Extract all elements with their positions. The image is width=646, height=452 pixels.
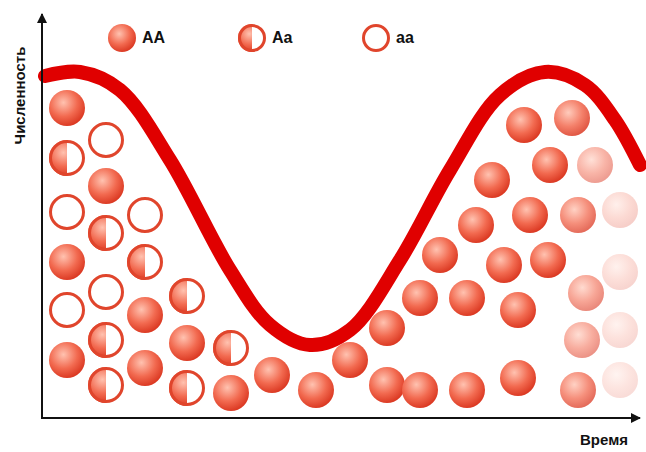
genotype-ball (88, 168, 124, 204)
genotype-ball (298, 372, 334, 408)
genotype-ball (602, 192, 638, 228)
legend-label: aa (396, 30, 414, 46)
genotype-ball (49, 90, 85, 126)
legend-label: Aa (272, 30, 292, 46)
genotype-ball (568, 275, 604, 311)
genotype-ball (402, 372, 438, 408)
genotype-ball (88, 215, 124, 251)
genotype-ball (90, 124, 123, 157)
genotype-ball (554, 100, 590, 136)
y-axis (41, 14, 43, 418)
genotype-ball (332, 342, 368, 378)
genotype-ball (560, 372, 596, 408)
genotype-ball (532, 147, 568, 183)
genotype-ball (127, 350, 163, 386)
genotype-ball (238, 24, 266, 52)
genotype-ball (458, 207, 494, 243)
genotype-ball (88, 322, 124, 358)
genotype-ball (577, 147, 613, 183)
genotype-ball (500, 360, 536, 396)
x-axis (41, 417, 640, 419)
genotype-ball (602, 312, 638, 348)
genotype-ball (169, 325, 205, 361)
genotype-ball (486, 247, 522, 283)
genotype-ball (364, 26, 389, 51)
genotype-ball (254, 357, 290, 393)
genotype-ball (512, 197, 548, 233)
genotype-ball (474, 162, 510, 198)
genotype-ball (169, 278, 205, 314)
genotype-ball (51, 294, 84, 327)
genotype-ball (564, 322, 600, 358)
genotype-ball (560, 197, 596, 233)
genotype-ball (369, 310, 405, 346)
x-axis-label: Время (580, 432, 628, 447)
genotype-ball (49, 244, 85, 280)
genotype-ball (108, 24, 136, 52)
genotype-ball (169, 370, 205, 406)
genotype-ball (369, 367, 405, 403)
genotype-ball (530, 242, 566, 278)
genotype-ball (449, 372, 485, 408)
genotype-ball (213, 375, 249, 411)
genotype-ball (449, 280, 485, 316)
genotype-ball (500, 292, 536, 328)
genotype-ball (422, 237, 458, 273)
genotype-ball (602, 362, 638, 398)
genotype-ball (88, 367, 124, 403)
genotype-ball (49, 140, 85, 176)
genotype-ball (602, 254, 638, 290)
genotype-ball (127, 244, 163, 280)
genotype-ball (90, 276, 123, 309)
genotype-ball (506, 107, 542, 143)
genotype-ball (51, 196, 84, 229)
population-curve (45, 72, 640, 345)
genotype-ball (402, 280, 438, 316)
y-axis-label: Численность (13, 46, 28, 144)
legend-label: AA (142, 30, 165, 46)
genotype-ball (49, 342, 85, 378)
genotype-ball (127, 297, 163, 333)
genotype-ball (129, 199, 162, 232)
genotype-ball (213, 330, 249, 366)
